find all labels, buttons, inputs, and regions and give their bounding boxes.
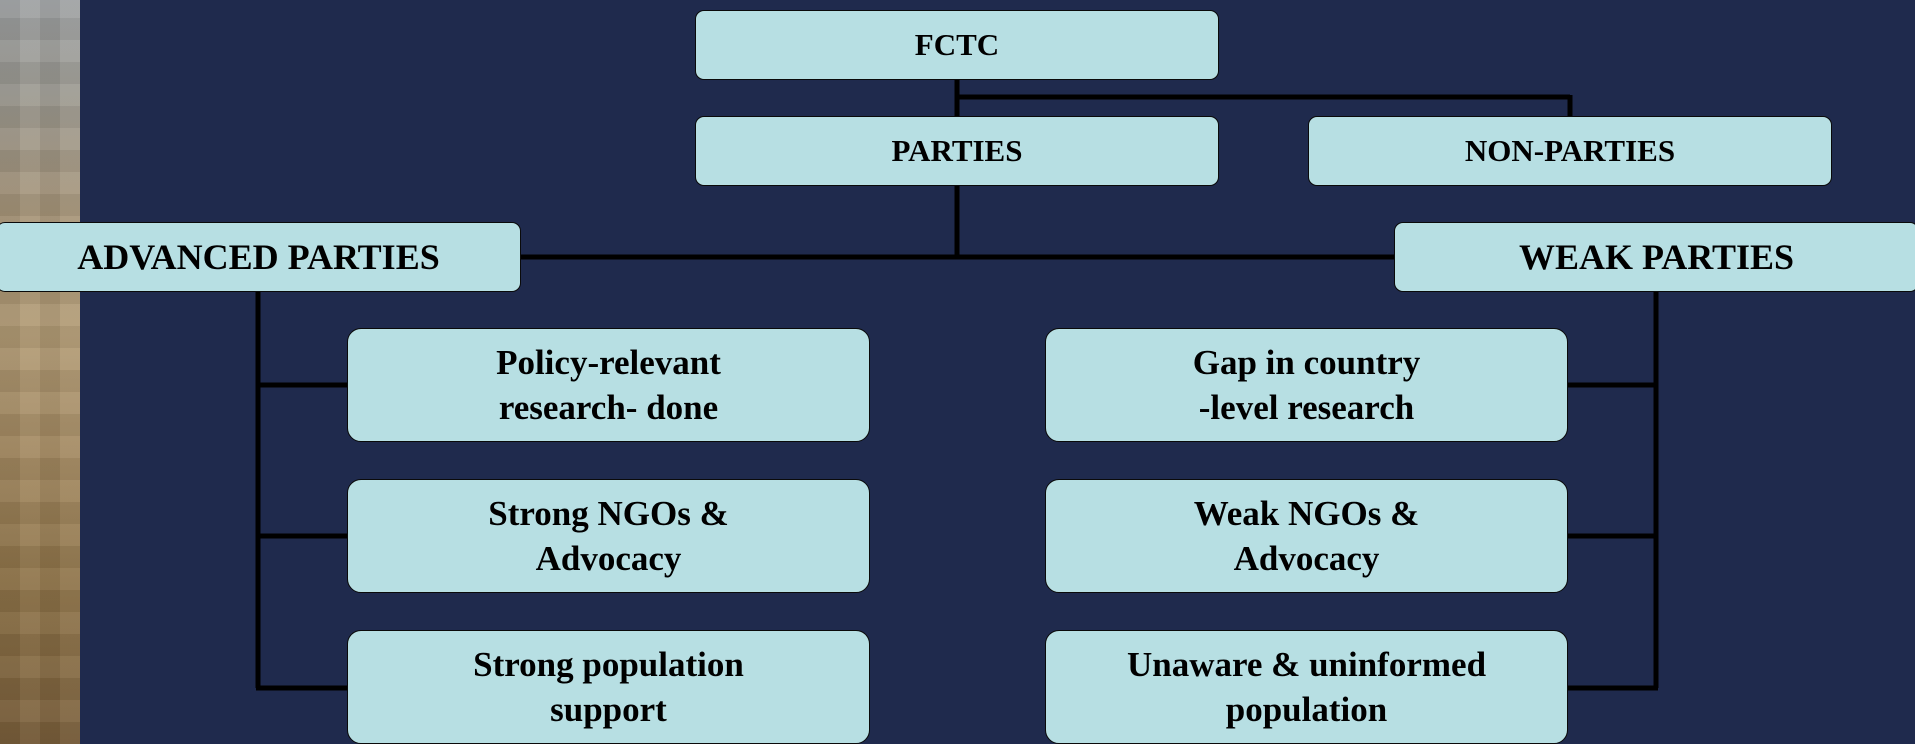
node-advanced-population: Strong population support (347, 630, 870, 744)
node-parties-label: PARTIES (891, 132, 1023, 168)
node-advanced-population-line2: support (550, 690, 667, 729)
node-weak-research: Gap in country -level research (1045, 328, 1568, 442)
node-weak-ngos-line2: Advocacy (1233, 539, 1380, 578)
node-fctc-label: FCTC (914, 26, 1000, 62)
node-weak-ngos-line1: Weak NGOs & (1193, 493, 1420, 533)
node-weak-population-line1: Unaware & uninformed (1126, 644, 1487, 684)
node-advanced-parties-label: ADVANCED PARTIES (77, 236, 440, 277)
node-advanced-ngos-line1: Strong NGOs & (488, 493, 729, 533)
node-advanced-ngos: Strong NGOs & Advocacy (347, 479, 870, 593)
node-weak-research-line2: -level research (1198, 388, 1415, 427)
node-non-parties: NON-PARTIES (1308, 116, 1832, 186)
node-non-parties-label: NON-PARTIES (1464, 132, 1676, 168)
node-fctc: FCTC (695, 10, 1219, 80)
node-advanced-research-line2: research- done (498, 388, 719, 427)
node-weak-population: Unaware & uninformed population (1045, 630, 1568, 744)
decorative-side-strip (0, 0, 80, 744)
node-advanced-ngos-line2: Advocacy (535, 539, 682, 578)
node-advanced-research: Policy-relevant research- done (347, 328, 870, 442)
node-weak-ngos: Weak NGOs & Advocacy (1045, 479, 1568, 593)
node-weak-research-line1: Gap in country (1192, 342, 1421, 382)
node-weak-parties: WEAK PARTIES (1394, 222, 1915, 292)
node-weak-parties-label: WEAK PARTIES (1518, 236, 1795, 277)
node-advanced-parties: ADVANCED PARTIES (0, 222, 521, 292)
node-advanced-research-line1: Policy-relevant (496, 342, 721, 382)
node-parties: PARTIES (695, 116, 1219, 186)
node-advanced-population-line1: Strong population (473, 644, 744, 684)
node-weak-population-line2: population (1225, 690, 1388, 729)
